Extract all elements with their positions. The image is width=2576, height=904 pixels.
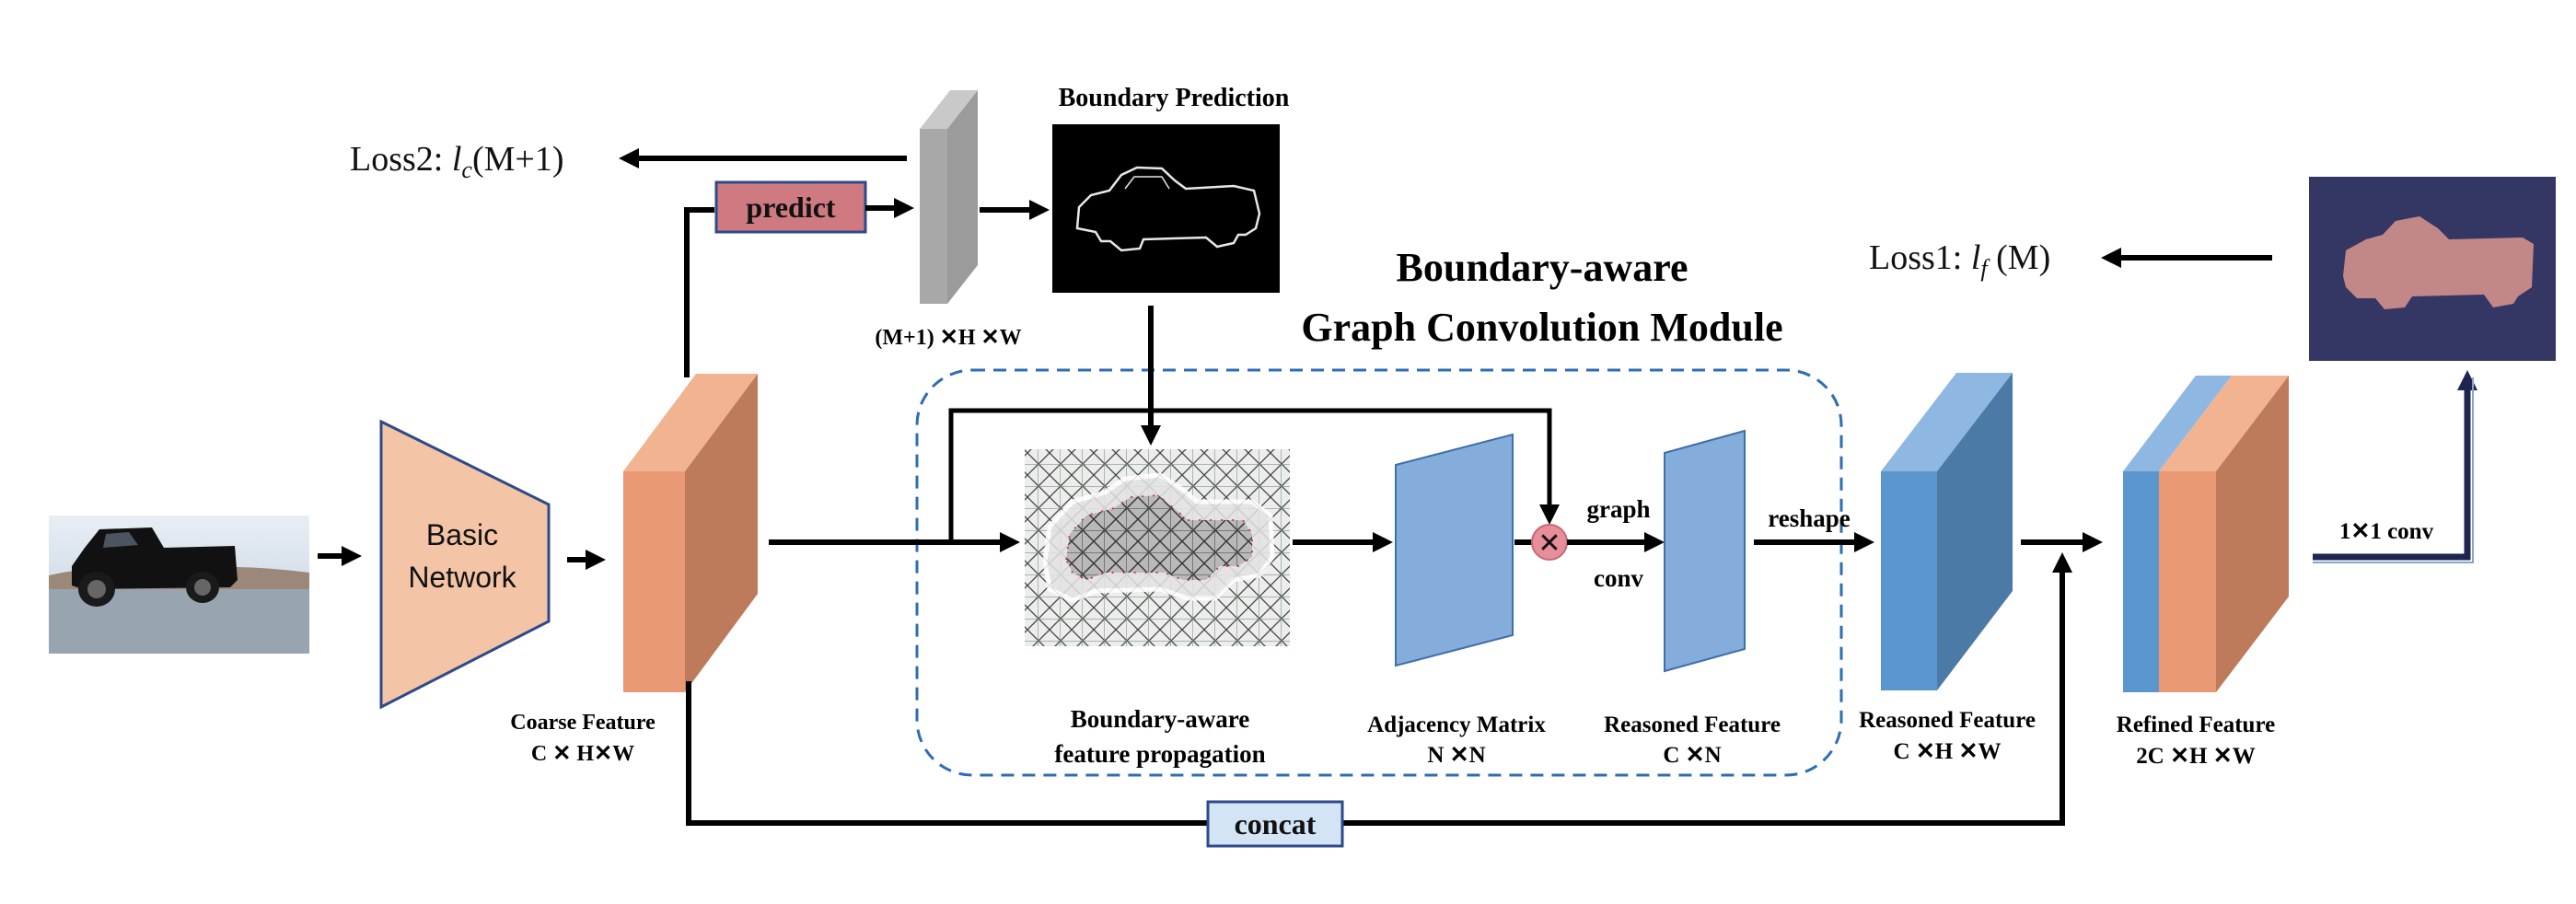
basic-network-block: Basic Network	[379, 419, 551, 710]
boundary-feature-slab	[920, 90, 978, 304]
adjacency-label-line1: Adjacency Matrix	[1367, 713, 1546, 737]
reasoned-inner-line1: Reasoned Feature	[1604, 713, 1781, 737]
reasoned-feature-block	[1881, 373, 2013, 690]
module-title-line1: Boundary-aware	[1397, 245, 1688, 290]
predict-box: predict	[714, 180, 867, 234]
concat-label: concat	[1235, 807, 1317, 840]
refined-feature-block	[2123, 376, 2289, 692]
reasoned-outer-line1: Reasoned Feature	[1859, 708, 2036, 733]
boundary-prediction-label: Boundary Prediction	[1059, 84, 1290, 112]
graph-label: graph	[1586, 495, 1650, 523]
multiply-node: ✕	[1531, 524, 1568, 561]
basic-network-line2: Network	[408, 561, 516, 594]
coarse-feature-dims: C ✕ H✕W	[531, 742, 634, 766]
segmentation-output-image	[2309, 177, 2556, 361]
reasoned-inner-line2: C ✕N	[1663, 743, 1721, 768]
reasoned-feature-inner-block	[1664, 429, 1746, 673]
conv1x1-label: 1✕1 conv	[2339, 519, 2434, 544]
arrow-1x1-conv-shadow	[2313, 377, 2474, 563]
gcn-module-boundary	[915, 368, 1843, 777]
adjacency-label-line2: N ✕N	[1427, 743, 1485, 768]
concat-box: concat	[1206, 800, 1344, 848]
boundary-map-dims: (M+1) ✕H ✕W	[875, 326, 1021, 350]
loss2-label: Loss2: lc(M+1)	[350, 140, 564, 183]
propagation-label-line2: feature propagation	[1054, 740, 1265, 768]
module-title-line2: Graph Convolution Module	[1301, 305, 1782, 350]
line-coarse-to-predict	[684, 207, 714, 377]
loss1-label: Loss1: lf (M)	[1869, 238, 2050, 282]
refined-line1: Refined Feature	[2117, 713, 2275, 737]
line-coarse-to-concat	[686, 681, 1208, 826]
arrow-1x1-conv	[2313, 370, 2477, 561]
refined-line2: 2C ✕H ✕W	[2136, 744, 2255, 769]
propagation-label-line1: Boundary-aware	[1071, 705, 1250, 733]
predict-label: predict	[746, 191, 836, 224]
reshape-label: reshape	[1768, 504, 1851, 532]
input-photo	[49, 516, 309, 654]
multiply-symbol: ✕	[1537, 528, 1561, 559]
coarse-feature-label: Coarse Feature	[510, 711, 656, 735]
basic-network-line1: Basic	[426, 518, 498, 551]
graph-propagation-image	[1025, 449, 1290, 646]
arrow-bypass-to-multiply	[948, 408, 1560, 542]
conv-label: conv	[1594, 564, 1644, 592]
reasoned-outer-line2: C ✕H ✕W	[1894, 739, 2002, 764]
coarse-feature-block	[623, 374, 758, 692]
arrow-concat-to-refined	[1343, 552, 2072, 826]
adjacency-matrix-block	[1395, 433, 1514, 667]
boundary-prediction-image	[1052, 124, 1280, 293]
pickup-truck-photo-icon	[72, 527, 238, 607]
